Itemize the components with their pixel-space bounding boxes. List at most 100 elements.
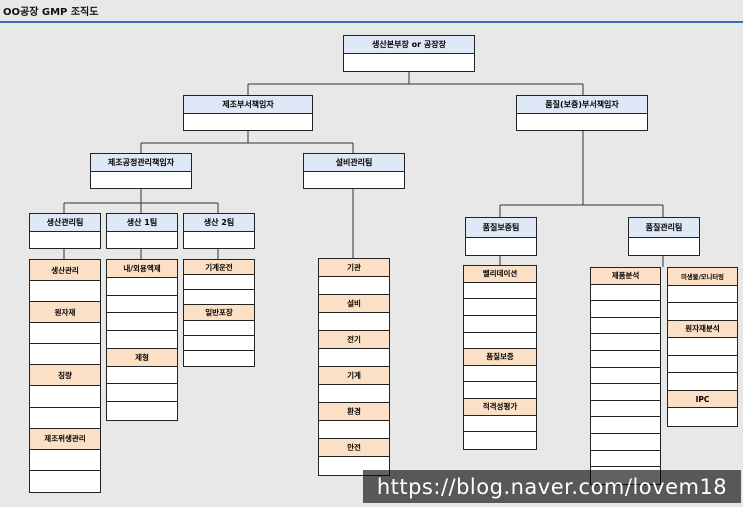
node-qa-manager: 품질(보증)부서책임자 <box>516 95 648 131</box>
connector-mfg <box>140 131 354 153</box>
node-prod-team2: 생산 2팀 <box>183 213 255 249</box>
node-head-label: 생산본부장 or 공장장 <box>344 36 474 54</box>
facility-cell-9 <box>319 421 389 439</box>
qc1-cell-6 <box>591 367 660 385</box>
node-qa-team: 품질보증팀 <box>465 217 537 256</box>
qc1-cell-10 <box>591 434 660 451</box>
qc1-cell-1 <box>591 284 660 302</box>
node-facility-team-label: 설비관리팀 <box>304 154 404 172</box>
prod_mgmt-cell-1 <box>30 281 100 303</box>
node-qc-team-label: 품질관리팀 <box>629 218 699 238</box>
watermark: https://blog.naver.com/lovem18 <box>363 470 741 503</box>
facility-cell-0: 기관 <box>319 259 389 277</box>
team2-cell-2 <box>184 290 254 306</box>
team1-cell-1 <box>107 277 177 296</box>
connector-qa <box>499 131 664 217</box>
qc1-cell-8 <box>591 400 660 418</box>
team1-cell-2 <box>107 295 177 314</box>
team2-cell-6 <box>184 350 254 366</box>
qa-cell-3 <box>464 315 536 333</box>
qc2-cell-4 <box>668 338 737 356</box>
prod_mgmt-cell-3 <box>30 323 100 345</box>
prod_mgmt-cell-0: 생산관리 <box>30 260 100 282</box>
team1-cell-7 <box>107 384 177 403</box>
facility-cell-5 <box>319 349 389 367</box>
node-prod-mgmt-team: 생산관리팀 <box>29 213 101 249</box>
team2-cell-4 <box>184 320 254 336</box>
connector-teams-cols <box>63 189 664 267</box>
node-prod-team1: 생산 1팀 <box>106 213 178 249</box>
qc2-cell-2 <box>668 303 737 321</box>
node-qc-team: 품질관리팀 <box>628 217 700 256</box>
qa-cell-1 <box>464 282 536 300</box>
qa-cell-9 <box>464 415 536 433</box>
qa-cell-5: 품질보증 <box>464 349 536 366</box>
prod_mgmt-cell-8: 제조위생관리 <box>30 428 100 450</box>
qa-cell-6 <box>464 365 536 383</box>
team2-cell-1 <box>184 275 254 291</box>
qc1-cell-3 <box>591 317 660 335</box>
qa-cell-4 <box>464 332 536 350</box>
qc1-cell-4 <box>591 334 660 352</box>
facility-cell-1 <box>319 277 389 295</box>
connector-process <box>63 189 219 213</box>
qc2-cell-5 <box>668 355 737 374</box>
node-qa-team-label: 품질보증팀 <box>466 218 536 238</box>
column-qc1: 제품분석 <box>590 267 661 485</box>
team1-cell-6 <box>107 366 177 385</box>
team2-cell-3: 일반포장 <box>184 305 254 321</box>
qc2-cell-7: IPC <box>668 390 737 409</box>
team1-cell-3 <box>107 313 177 332</box>
qc1-cell-11 <box>591 450 660 468</box>
prod_mgmt-cell-5: 칭량 <box>30 365 100 387</box>
node-head: 생산본부장 or 공장장 <box>343 35 475 72</box>
qc2-cell-8 <box>668 408 737 426</box>
prod_mgmt-cell-4 <box>30 344 100 366</box>
facility-cell-3 <box>319 313 389 331</box>
node-process-manager-label: 제조공정관리책임자 <box>91 154 191 172</box>
facility-cell-10: 안전 <box>319 439 389 457</box>
node-qa-manager-label: 품질(보증)부서책임자 <box>517 96 647 114</box>
team1-cell-8 <box>107 402 177 420</box>
team2-cell-5 <box>184 335 254 351</box>
prod_mgmt-cell-2: 원자재 <box>30 302 100 324</box>
page-title: OO공장 GMP 조직도 <box>3 7 99 18</box>
node-prod-team1-label: 생산 1팀 <box>107 214 177 232</box>
qc2-cell-3: 원자재분석 <box>668 320 737 339</box>
facility-cell-2: 설비 <box>319 295 389 313</box>
qa-cell-8: 적격성평가 <box>464 399 536 416</box>
qc1-cell-2 <box>591 301 660 318</box>
prod_mgmt-cell-7 <box>30 407 100 429</box>
facility-cell-8: 환경 <box>319 403 389 421</box>
node-mfg-manager: 제조부서책임자 <box>183 95 313 131</box>
team1-cell-0: 내/외용액제 <box>107 260 177 278</box>
qc2-cell-6 <box>668 373 737 391</box>
qc1-cell-7 <box>591 384 660 401</box>
connector-head <box>247 72 584 95</box>
node-prod-mgmt-team-label: 생산관리팀 <box>30 214 100 232</box>
qc1-cell-5 <box>591 351 660 368</box>
node-mfg-manager-label: 제조부서책임자 <box>184 96 312 114</box>
qa-cell-2 <box>464 299 536 316</box>
team1-cell-5: 제형 <box>107 348 177 367</box>
qc2-cell-1 <box>668 285 737 304</box>
team1-cell-4 <box>107 331 177 349</box>
qa-cell-7 <box>464 382 536 399</box>
node-facility-team: 설비관리팀 <box>303 153 405 189</box>
qa-cell-10 <box>464 432 536 449</box>
qc1-cell-0: 제품분석 <box>591 268 660 285</box>
node-prod-team2-label: 생산 2팀 <box>184 214 254 232</box>
facility-cell-7 <box>319 385 389 403</box>
team2-cell-0: 기계운전 <box>184 260 254 276</box>
qc1-cell-9 <box>591 417 660 435</box>
qa-cell-0: 밸리데이션 <box>464 266 536 283</box>
facility-cell-4: 전기 <box>319 331 389 349</box>
qc2-cell-0: 미생물/모니터링 <box>668 268 737 286</box>
